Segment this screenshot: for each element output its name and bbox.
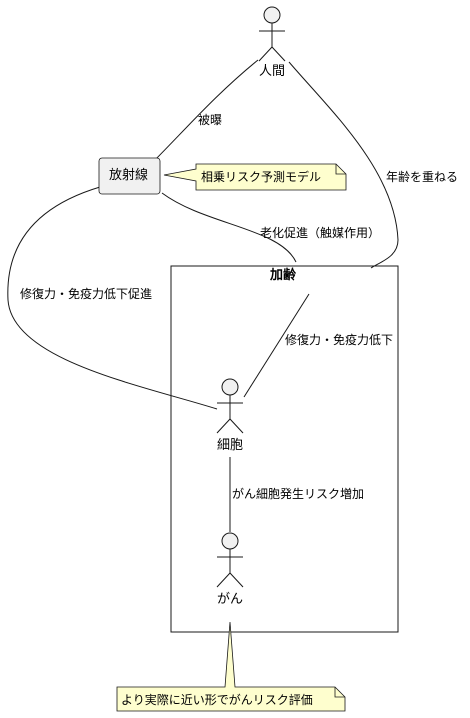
note-realistic-assessment	[116, 621, 346, 712]
edge-label-repair-decline: 修復力・免疫力低下	[285, 333, 394, 347]
note-multiplicative-model	[163, 163, 347, 191]
package-frame-aging	[170, 265, 399, 633]
actor-cancer-figure	[216, 532, 244, 588]
edge-radiation-cell	[7, 186, 218, 410]
edge-label-aging-acceleration: 老化促進（触媒作用）	[260, 226, 381, 240]
package-title-aging: 加齢	[270, 268, 297, 283]
edge-human-radiation	[149, 59, 259, 166]
radiation-label: 放射線	[109, 168, 149, 183]
actor-human-figure	[258, 6, 286, 62]
edge-label-repair-decline-promotion: 修復力・免疫力低下促進	[20, 287, 153, 301]
edge-label-exposure: 被曝	[198, 113, 223, 127]
actor-cell-label: 細胞	[217, 438, 244, 453]
note-realistic-assessment-text: より実際に近い形でがんリスク評価	[121, 693, 313, 707]
actor-human-label: 人間	[259, 64, 286, 79]
radiation-box	[98, 157, 161, 195]
edge-human-aging	[288, 61, 399, 269]
actor-cell-figure	[216, 378, 244, 434]
edge-aging-cell	[243, 293, 310, 398]
edge-label-cancer-risk-increase: がん細胞発生リスク増加	[232, 487, 365, 501]
actor-cancer-label: がん	[217, 592, 244, 607]
edge-radiation-aging	[161, 192, 297, 263]
note-multiplicative-model-text: 相乗リスク予測モデル	[201, 170, 322, 184]
edge-label-aging-process: 年齢を重ねる	[386, 170, 459, 184]
